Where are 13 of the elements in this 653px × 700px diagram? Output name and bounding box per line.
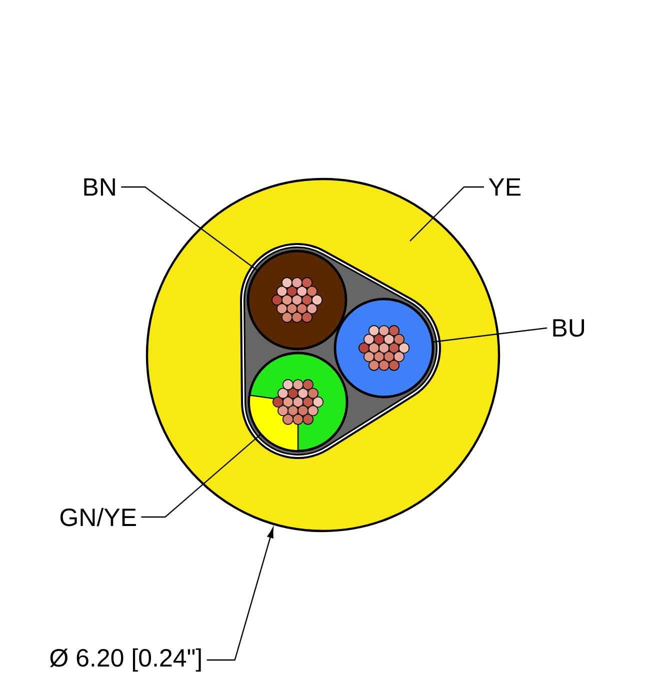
conductor-drawing — [334, 298, 434, 398]
callout-label: GN/YE — [60, 508, 136, 526]
conductor-drawing — [248, 352, 348, 452]
callout-label: YE — [488, 178, 520, 196]
callout-label: BN — [84, 178, 115, 196]
conductor-drawing — [246, 250, 348, 350]
leader-line — [141, 434, 260, 518]
callout-label: Ø 6.20 [0.24"] — [50, 648, 201, 672]
leader-line — [121, 186, 258, 271]
leader-line — [410, 186, 484, 242]
leader-line — [434, 327, 548, 342]
dimension-arrow — [206, 528, 274, 661]
callout-label: BU — [553, 319, 584, 337]
